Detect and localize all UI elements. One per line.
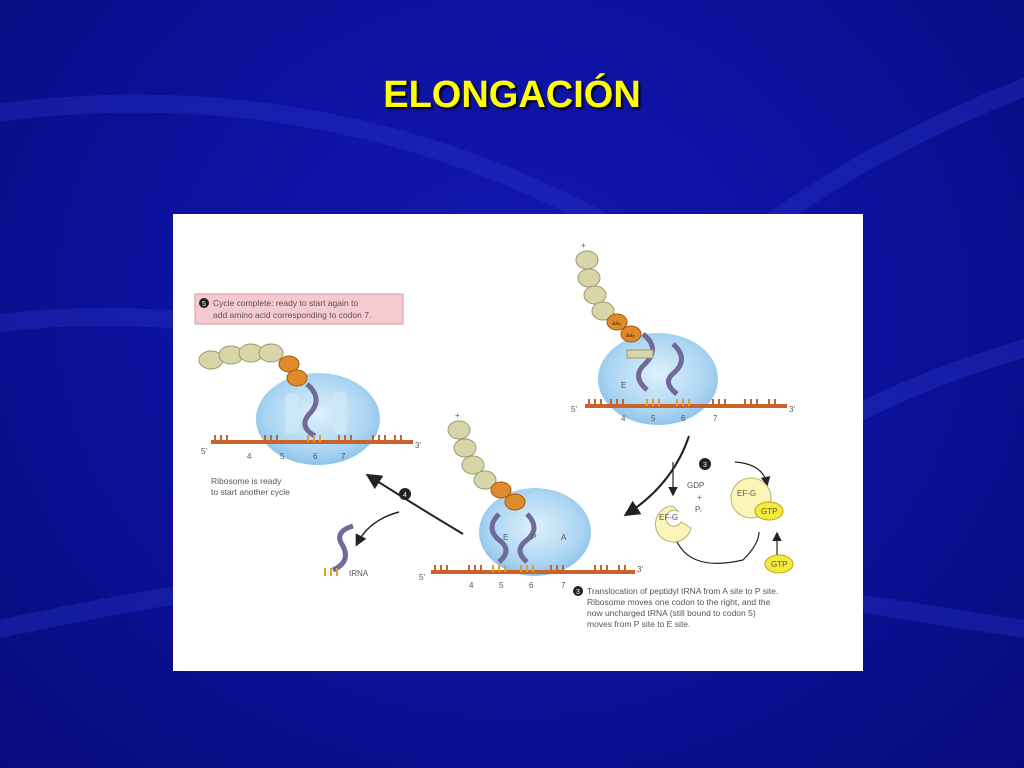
- slide-title: ELONGACIÓN: [383, 74, 641, 116]
- ef-g-cycle: 3 GDP + Pᵢ EF-G EF-G GTP GTP: [623, 435, 794, 574]
- step5-caption-line2: add amino acid corresponding to codon 7.: [213, 310, 371, 320]
- trna-label: tRNA: [349, 569, 369, 578]
- step3-caption-line3: now uncharged tRNA (still bound to codon…: [587, 608, 756, 618]
- efg-right-label: EF-G: [737, 489, 756, 498]
- trna: [636, 332, 655, 392]
- five-prime: 5': [571, 405, 577, 414]
- ef-cycle-number-badge: [699, 458, 711, 470]
- amino-acid: [278, 355, 300, 373]
- gtp-bound-label: GTP: [761, 507, 777, 516]
- site-e: E: [503, 533, 508, 542]
- amino-acid: [504, 493, 526, 511]
- step5-number: 5: [202, 301, 206, 308]
- step5-number-badge: [199, 298, 209, 308]
- translation-elongation-figure: 5 Cycle complete: ready to start again t…: [173, 214, 863, 671]
- peptide-chain: [198, 343, 284, 370]
- ef-cycle-number: 3: [703, 462, 707, 469]
- ribosome: [256, 373, 380, 465]
- amino-acid: [286, 369, 308, 387]
- plus-label: +: [697, 493, 702, 502]
- ef-g-icon: [654, 505, 692, 543]
- released-trna: [331, 523, 354, 573]
- step3-number-badge: [573, 586, 583, 596]
- codon-4: 4: [621, 414, 626, 423]
- trna: [666, 342, 684, 396]
- gtp-bound-icon: [754, 501, 784, 521]
- site-a: A: [561, 533, 567, 542]
- step4-number: 4: [403, 492, 407, 499]
- three-prime: 3': [789, 405, 795, 414]
- ribosome-ready-line2: to start another cycle: [211, 487, 290, 497]
- aa-label: aa₅: [626, 333, 636, 339]
- step5-caption-line1: Cycle complete: ready to start again to: [213, 298, 358, 308]
- step3-caption-line1: Translocation of peptidyl tRNA from A si…: [587, 586, 778, 596]
- three-prime: 3': [637, 565, 643, 574]
- codon-7: 7: [713, 414, 718, 423]
- three-prime: 3': [415, 441, 421, 450]
- trna: [489, 512, 509, 564]
- step3-panel: + E P A 5' 3' 4 5 6 7 3 Translocation of…: [419, 411, 778, 629]
- step4-arrow: [365, 473, 464, 535]
- exiting-trna-stub: [626, 349, 654, 359]
- step3-arrow: [623, 435, 690, 517]
- site-p: P: [531, 533, 536, 542]
- codon-4: 4: [247, 452, 252, 461]
- efg-left-label: EF-G: [659, 513, 678, 522]
- trna: [517, 512, 537, 564]
- plus-sign: +: [581, 241, 586, 250]
- aa-label: aa₆: [612, 321, 622, 327]
- site-e: E: [621, 381, 626, 390]
- gdp-label: GDP: [687, 481, 704, 490]
- step5-caption-box: [194, 293, 404, 325]
- codon-4: 4: [469, 581, 474, 590]
- codon-5: 5: [651, 414, 656, 423]
- ribosome-ready-line1: Ribosome is ready: [211, 476, 282, 486]
- codon-7: 7: [561, 581, 566, 590]
- peptide-chain: [447, 420, 497, 490]
- peptide-chain: [575, 250, 615, 321]
- codon-5: 5: [499, 581, 504, 590]
- step3-number: 3: [576, 589, 580, 596]
- five-prime: 5': [201, 447, 207, 456]
- trna: [302, 382, 319, 439]
- pi-label: Pᵢ: [695, 505, 702, 514]
- ribosome: [598, 333, 718, 425]
- codon-6: 6: [313, 452, 318, 461]
- gtp-free-label: GTP: [771, 560, 787, 569]
- five-prime: 5': [419, 573, 425, 582]
- step3-caption-line4: moves from P site to E site.: [587, 619, 690, 629]
- amino-acid: [490, 481, 512, 499]
- step4-number-badge: [399, 488, 411, 500]
- codon-6: 6: [681, 414, 686, 423]
- codon-5: 5: [280, 452, 285, 461]
- amino-acid: [606, 313, 628, 331]
- step5-panel: 5 Cycle complete: ready to start again t…: [194, 293, 421, 497]
- codon-6: 6: [529, 581, 534, 590]
- codon-7: 7: [341, 452, 346, 461]
- gtp-free-icon: [764, 554, 794, 574]
- plus-sign: +: [455, 411, 460, 420]
- trna-release-arrow: [355, 511, 400, 547]
- top-right-panel: + aa₆ aa₅ E 5' 3' 4 5 6 7: [571, 241, 795, 425]
- step4-panel: 4 tRNA: [324, 473, 464, 578]
- amino-acid: [620, 325, 642, 343]
- step3-caption-line2: Ribosome moves one codon to the right, a…: [587, 597, 771, 607]
